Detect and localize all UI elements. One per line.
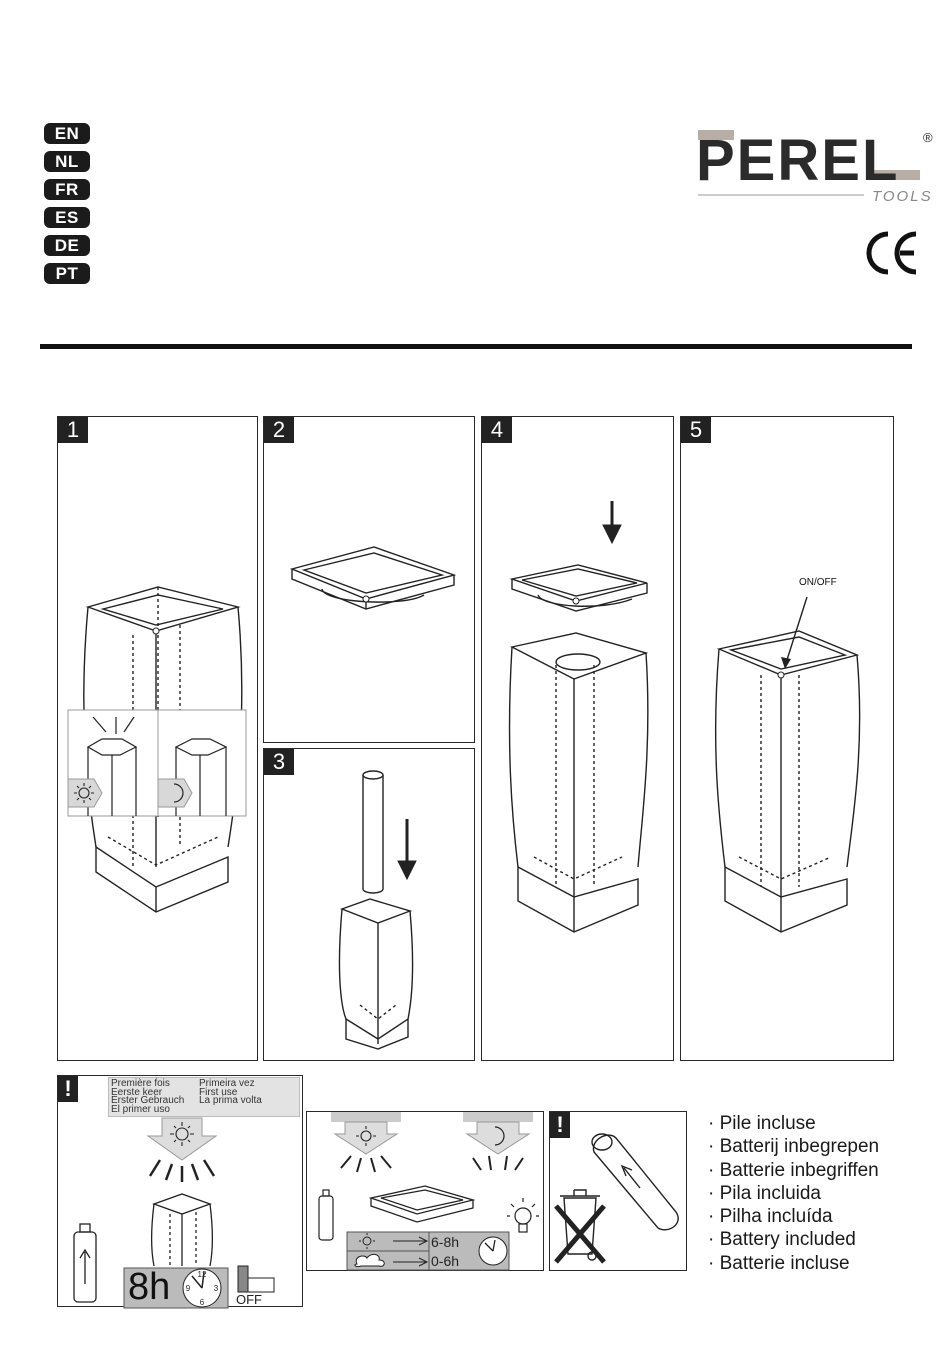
perel-logo: PEREL ® TOOLS bbox=[694, 128, 939, 208]
moon-icon bbox=[173, 783, 184, 803]
step-1-panel: 1 bbox=[57, 416, 258, 1061]
battery-note-en: · Battery included bbox=[708, 1229, 856, 1251]
down-arrow-icon bbox=[397, 819, 417, 881]
sun-icon bbox=[356, 1126, 376, 1146]
perel-logo-mark: PEREL ® TOOLS bbox=[696, 128, 933, 205]
warning-icon: ! bbox=[550, 1112, 570, 1138]
cloudy-runtime: 0-6h bbox=[431, 1253, 460, 1269]
svg-text:12: 12 bbox=[198, 1270, 207, 1279]
ce-mark-icon bbox=[866, 231, 917, 275]
first-use-panel: ! Première fois Eerste keer Erster Gebra… bbox=[57, 1075, 303, 1309]
battery-note-pt: · Pilha incluída bbox=[708, 1206, 833, 1228]
logo-brand: PEREL bbox=[696, 128, 899, 193]
step-number: 1 bbox=[58, 417, 88, 443]
cap-on-lamp-illustration bbox=[508, 501, 649, 933]
pole-insert-illustration bbox=[338, 770, 417, 1050]
lang-badge-de: DE bbox=[44, 235, 90, 256]
battery-included-list: · Pile incluse · Batterij inbegrepen · B… bbox=[708, 1112, 879, 1275]
first-use-de: Erster Gebrauch bbox=[111, 1095, 185, 1107]
day-night-inset bbox=[67, 709, 247, 817]
clock-icon bbox=[478, 1236, 508, 1266]
logo-sub: TOOLS bbox=[872, 188, 933, 205]
svg-text:3: 3 bbox=[214, 1284, 219, 1293]
on-off-label: ON/OFF bbox=[799, 577, 837, 588]
svg-text:9: 9 bbox=[186, 1284, 191, 1293]
clock-icon: 12 3 6 9 bbox=[182, 1268, 222, 1308]
first-use-en: First use bbox=[199, 1086, 238, 1098]
step-number: 3 bbox=[264, 749, 294, 775]
battery-icon bbox=[318, 1189, 334, 1241]
step-number: 2 bbox=[264, 417, 294, 443]
first-use-it: La prima volta bbox=[199, 1095, 262, 1107]
battery-disposal-panel: ! bbox=[549, 1111, 687, 1271]
warning-icon: ! bbox=[58, 1076, 78, 1102]
operation-panel: 6-8h 0-6h bbox=[306, 1111, 544, 1271]
lang-badge-es: ES bbox=[44, 207, 90, 228]
battery-icon bbox=[591, 1133, 679, 1231]
charge-hours: 8h bbox=[128, 1266, 171, 1308]
step-number: 5 bbox=[681, 417, 711, 443]
step-number: 4 bbox=[482, 417, 512, 443]
lang-badge-nl: NL bbox=[44, 151, 90, 172]
first-use-fr: Première fois bbox=[111, 1078, 170, 1089]
step-5-panel: 5 ON/OFF bbox=[680, 416, 894, 1061]
first-use-nl: Eerste keer bbox=[111, 1086, 163, 1098]
lang-badge-pt: PT bbox=[44, 263, 90, 284]
sun-icon bbox=[74, 783, 94, 803]
down-arrow-icon bbox=[602, 501, 622, 545]
battery-note-fr2: · Batterie incluse bbox=[708, 1252, 850, 1274]
step-3-panel: 3 bbox=[263, 748, 475, 1061]
first-use-es: El primer uso bbox=[111, 1103, 170, 1115]
lang-badge-en: EN bbox=[44, 123, 90, 144]
sun-icon bbox=[170, 1122, 194, 1146]
solar-cap-illustration bbox=[289, 546, 457, 610]
day-night-operation-illustration bbox=[318, 1112, 539, 1271]
bulb-icon bbox=[507, 1198, 539, 1233]
battery-disposal-illustration bbox=[554, 1133, 679, 1264]
sunny-runtime: 6-8h bbox=[431, 1234, 460, 1250]
svg-text:6: 6 bbox=[200, 1298, 205, 1307]
battery-note-nl: · Batterij inbegrepen bbox=[708, 1136, 880, 1158]
bin-crossed-icon bbox=[554, 1189, 606, 1264]
first-use-pt: Primeira vez bbox=[199, 1078, 255, 1089]
moon-icon bbox=[494, 1126, 505, 1146]
sun-icon bbox=[359, 1233, 375, 1249]
lang-badge-fr: FR bbox=[44, 179, 90, 200]
header-rule bbox=[40, 344, 912, 349]
logo-reg: ® bbox=[923, 130, 933, 145]
battery-note-fr: · Pile incluse bbox=[708, 1113, 816, 1134]
charging-illustration: 12 3 6 9 bbox=[73, 1117, 275, 1309]
cloud-icon bbox=[354, 1253, 385, 1268]
finished-lamp-illustration bbox=[714, 596, 861, 933]
step-4-panel: 4 bbox=[481, 416, 674, 1061]
step-2-panel: 2 bbox=[263, 416, 475, 743]
battery-icon bbox=[73, 1223, 97, 1303]
first-use-labels: Première fois Eerste keer Erster Gebrauc… bbox=[108, 1077, 300, 1117]
switch-off-label: OFF bbox=[236, 1292, 262, 1307]
battery-note-es: · Pila incluida bbox=[708, 1182, 821, 1204]
battery-note-de: · Batterie inbegriffen bbox=[708, 1159, 879, 1181]
